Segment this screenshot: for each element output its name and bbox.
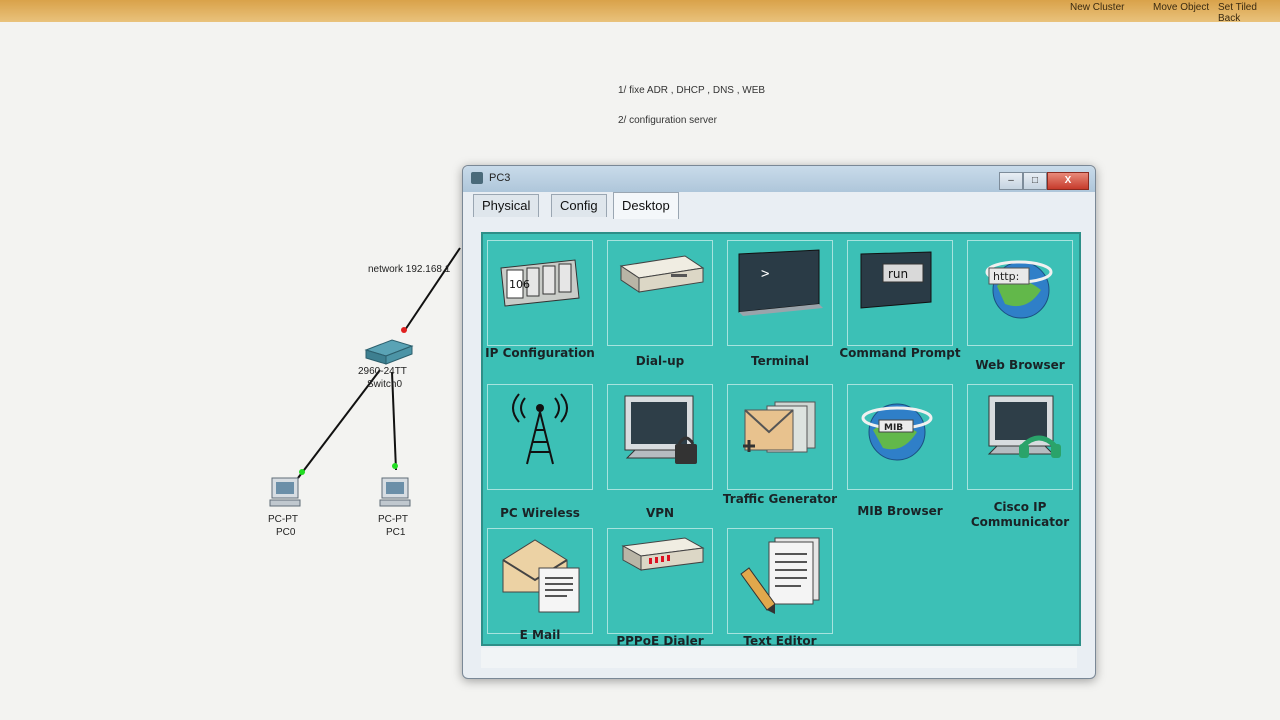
mib-browser-icon: MIB [861,403,933,461]
app-vpn[interactable]: VPN [607,384,713,524]
web-browser-icon: http: [985,260,1053,319]
dial-up-icon [619,255,705,293]
app-dial-up[interactable]: Dial-up [607,240,713,380]
switch-model-label: 2960-24TT [358,366,407,377]
new-cluster-button[interactable]: New Cluster [1070,2,1125,13]
tab-desktop[interactable]: Desktop [613,192,679,219]
note-1[interactable]: 1/ fixe ADR , DHCP , DNS , WEB [618,85,766,96]
app-tile [487,240,593,346]
pc1-name-label: PC1 [386,527,406,538]
pppoe-dialer-icon [621,537,705,571]
command-prompt-glyph: run [888,267,908,281]
app-ip-configuration[interactable]: 106 IP Configuration [485,240,595,380]
app-cisco-ip-communicator[interactable]: Cisco IP Communicator [967,384,1073,529]
app-traffic-generator[interactable]: Traffic Generator [723,384,837,524]
desktop-panel: 106 IP Configuration Dial-up > Terminal [481,232,1081,648]
link-network[interactable] [404,247,461,331]
app-mib-browser[interactable]: MIB MIB Browser [847,384,953,524]
app-label-vpn: VPN [645,506,675,520]
app-label-dial-up: Dial-up [635,354,685,368]
ip-configuration-icon: 106 [500,259,580,307]
link-status-green-dot-pc1 [392,463,398,469]
network-label: network 192.168.1 [368,264,451,275]
vpn-icon [624,395,697,464]
app-tile [607,384,713,490]
email-icon [502,539,580,613]
app-tile [967,240,1073,346]
app-pc-wireless[interactable]: PC Wireless [487,384,593,524]
switch-name-label: Switch0 [367,379,403,390]
maximize-button[interactable]: □ [1023,172,1047,190]
app-tile [847,384,953,490]
app-tile [727,528,833,634]
pc0-type-label: PC-PT [268,514,298,525]
terminal-glyph: > [761,266,769,282]
app-label-pppoe-dialer: PPPoE Dialer [616,634,704,648]
cisco-ip-communicator-icon [987,395,1061,458]
pc0-name-label: PC0 [276,527,296,538]
app-label-mib-browser: MIB Browser [857,504,943,518]
text-editor-icon [740,537,820,614]
link-pc1[interactable] [391,371,397,471]
app-terminal[interactable]: > Terminal [727,240,833,380]
tab-config[interactable]: Config [551,194,607,217]
link-status-red-dot [401,327,407,333]
app-email[interactable]: E Mail [487,528,593,668]
app-tile [487,384,593,490]
terminal-icon: > [738,249,823,316]
app-tile [607,240,713,346]
link-status-green-dot-pc0 [299,469,305,475]
close-button[interactable]: X [1047,172,1089,190]
pc1-icon[interactable] [379,477,411,507]
app-web-browser[interactable]: http: Web Browser [967,240,1073,380]
move-object-button[interactable]: Move Object [1153,2,1210,13]
app-label-command-prompt: Command Prompt [839,346,961,360]
pc0-icon[interactable] [269,477,301,507]
app-label-pc-wireless: PC Wireless [500,506,580,520]
link-pc0[interactable] [297,369,381,479]
toolbar: New Cluster Move Object Set Tiled Back [0,0,1280,24]
ip-config-glyph: 106 [509,278,530,291]
app-pppoe-dialer[interactable]: PPPoE Dialer [607,528,713,668]
app-tile [487,528,593,634]
window-titlebar[interactable]: PC3 – □ X [463,166,1095,192]
app-command-prompt[interactable]: run Command Prompt [839,240,961,380]
set-tiled-button[interactable]: Set Tiled Back [1218,2,1257,24]
app-tile [967,384,1073,490]
command-prompt-icon: run [860,251,932,309]
mib-browser-glyph: MIB [884,423,903,433]
app-tile [607,528,713,634]
app-tile [727,240,833,346]
app-tile [847,240,953,346]
app-text-editor[interactable]: Text Editor [727,528,833,668]
app-label-email: E Mail [519,628,561,642]
web-browser-glyph: http: [993,270,1019,283]
pc-wireless-icon [512,393,568,465]
pc1-type-label: PC-PT [378,514,408,525]
app-label-terminal: Terminal [750,354,810,368]
app-label-ip-configuration: IP Configuration [485,346,595,360]
window-app-icon [471,172,483,184]
minimize-button[interactable]: – [999,172,1023,190]
window-title: PC3 [489,172,511,184]
tab-physical[interactable]: Physical [473,194,540,217]
note-2[interactable]: 2/ configuration server [618,115,717,126]
window-bottom-strip [481,648,1077,668]
app-label-cisco-ip-communicator: Cisco IP Communicator [970,500,1070,529]
app-tile [727,384,833,490]
app-label-web-browser: Web Browser [975,358,1065,372]
app-label-text-editor: Text Editor [743,634,817,648]
switch-icon[interactable] [364,339,414,365]
app-label-traffic-generator: Traffic Generator [722,492,838,506]
pc3-window: PC3 – □ X Physical Config Desktop 106 IP… [462,165,1096,679]
traffic-generator-icon [743,401,816,453]
